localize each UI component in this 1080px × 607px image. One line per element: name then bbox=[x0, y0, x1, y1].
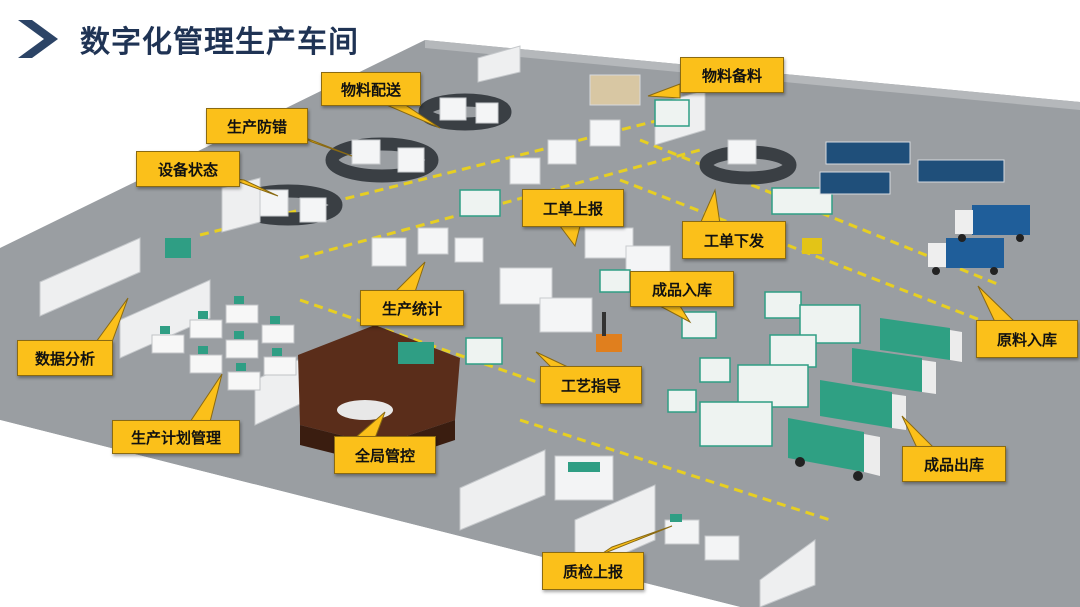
office-desks bbox=[151, 304, 297, 391]
monitors bbox=[160, 238, 282, 371]
qc-accent bbox=[568, 462, 682, 522]
raw-material-trucks bbox=[928, 205, 1030, 275]
pointer-chengpin-ruku bbox=[659, 305, 692, 324]
page-title: 数字化管理生产车间 bbox=[80, 25, 359, 60]
callout-wuliao-beiliao: 物料备料 bbox=[680, 57, 784, 93]
callout-shengchan-jihua: 生产计划管理 bbox=[112, 420, 240, 454]
forklifts bbox=[596, 238, 822, 352]
pointer-zhijian-shangbao bbox=[599, 525, 673, 556]
callout-wuliao-peisong: 物料配送 bbox=[321, 72, 421, 106]
pointer-gongdan-shangbao bbox=[559, 225, 581, 248]
finished-goods-trucks bbox=[788, 318, 962, 481]
callout-yuanliao-ruku: 原料入库 bbox=[976, 320, 1078, 358]
pointer-gongdan-xiafa bbox=[699, 188, 721, 225]
callout-shuju-fenxi: 数据分析 bbox=[17, 340, 113, 376]
callout-chengpin-chuku: 成品出库 bbox=[902, 446, 1006, 482]
callout-shengchan-tongji: 生产统计 bbox=[360, 290, 464, 326]
pallets bbox=[459, 99, 861, 447]
machines bbox=[257, 97, 757, 333]
pointer-quanju-guankong bbox=[353, 411, 386, 439]
callout-gongdan-shangbao: 工单上报 bbox=[522, 189, 624, 227]
callout-chengpin-ruku: 成品入库 bbox=[630, 271, 734, 307]
pointer-shuju-fenxi bbox=[95, 297, 129, 343]
pointer-yuanliao-ruku bbox=[977, 285, 1017, 323]
callout-shebei-zhuangtai: 设备状态 bbox=[136, 151, 240, 187]
callout-shengchan-fangcuo: 生产防错 bbox=[206, 108, 308, 144]
pointer-wuliao-beiliao bbox=[647, 83, 681, 99]
pointer-shengchan-jihua bbox=[189, 373, 223, 423]
pointer-shengchan-tongji bbox=[393, 261, 426, 293]
pointer-chengpin-chuku bbox=[901, 415, 938, 451]
callout-gongyi-zhidao: 工艺指导 bbox=[540, 366, 642, 404]
callout-zhijian-shangbao: 质检上报 bbox=[542, 552, 644, 590]
callout-quanju-guankong: 全局管控 bbox=[334, 436, 436, 474]
title-chevron-icon bbox=[18, 20, 58, 58]
racks bbox=[589, 74, 1005, 195]
callout-gongdan-xiafa: 工单下发 bbox=[682, 221, 786, 259]
